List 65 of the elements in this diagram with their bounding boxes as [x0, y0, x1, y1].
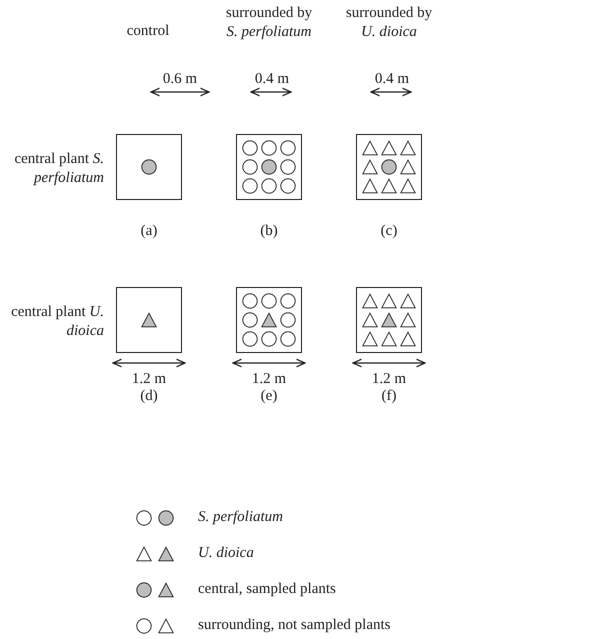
- legend-label: surrounding, not sampled plants: [198, 616, 390, 635]
- circle-marker: [242, 178, 258, 194]
- panel-caption: (e): [260, 387, 278, 406]
- triangle-marker: [362, 159, 378, 175]
- plot-square: [356, 287, 422, 353]
- circle-marker: [261, 293, 277, 309]
- circle-marker: [242, 159, 258, 175]
- panel-caption: (c): [380, 222, 398, 241]
- triangle-marker: [381, 293, 397, 309]
- triangle-marker: [381, 140, 397, 156]
- circle-marker: [280, 159, 296, 175]
- panel-caption: (d): [139, 387, 159, 406]
- triangle-marker: [362, 312, 378, 328]
- column-heading: surrounded by S. perfoliatum: [224, 4, 314, 42]
- plot-square: [116, 287, 182, 353]
- circle-marker: [242, 293, 258, 309]
- circle-marker: [280, 312, 296, 328]
- circle-marker: [280, 331, 296, 347]
- plot-square: [356, 134, 422, 200]
- column-heading: surrounded by U. dioica: [344, 4, 434, 42]
- row-heading: central plant S. perfoliatum: [13, 150, 104, 188]
- triangle-marker: [362, 331, 378, 347]
- panel-caption: (b): [259, 222, 279, 241]
- circle-marker: [242, 331, 258, 347]
- triangle-marker: [141, 312, 157, 328]
- legend-label: central, sampled plants: [198, 580, 336, 599]
- circle-marker: [280, 178, 296, 194]
- triangle-marker: [400, 140, 416, 156]
- circle-marker: [280, 293, 296, 309]
- triangle-marker: [261, 312, 277, 328]
- circle-marker: [242, 312, 258, 328]
- plot-square: [236, 134, 302, 200]
- circle-marker: [141, 159, 157, 175]
- circle-marker: [261, 140, 277, 156]
- plot-square: [116, 134, 182, 200]
- panel-caption: (f): [380, 387, 398, 406]
- dimension-label: 0.6 m: [162, 70, 198, 89]
- panel-caption: (a): [140, 222, 158, 241]
- dimension-label: 1.2 m: [250, 370, 288, 389]
- triangle-marker: [362, 140, 378, 156]
- dimension-label: 0.4 m: [374, 70, 410, 89]
- row-heading: central plant U. dioica: [10, 303, 104, 341]
- triangle-marker: [400, 293, 416, 309]
- legend-label: S. perfoliatum: [198, 508, 283, 527]
- circle-marker: [280, 140, 296, 156]
- circle-marker: [242, 140, 258, 156]
- dimension-label: 0.4 m: [254, 70, 290, 89]
- circle-marker: [261, 331, 277, 347]
- triangle-marker: [381, 331, 397, 347]
- triangle-marker: [400, 159, 416, 175]
- column-heading: control: [126, 22, 170, 41]
- legend-label: U. dioica: [198, 544, 254, 563]
- triangle-marker: [362, 178, 378, 194]
- circle-marker: [261, 178, 277, 194]
- plot-square: [236, 287, 302, 353]
- circle-marker: [381, 159, 397, 175]
- dimension-label: 1.2 m: [370, 370, 408, 389]
- triangle-marker: [400, 312, 416, 328]
- triangle-marker: [362, 293, 378, 309]
- triangle-marker: [381, 312, 397, 328]
- dimension-label: 1.2 m: [130, 370, 168, 389]
- triangle-marker: [400, 331, 416, 347]
- triangle-marker: [400, 178, 416, 194]
- circle-marker: [261, 159, 277, 175]
- triangle-marker: [381, 178, 397, 194]
